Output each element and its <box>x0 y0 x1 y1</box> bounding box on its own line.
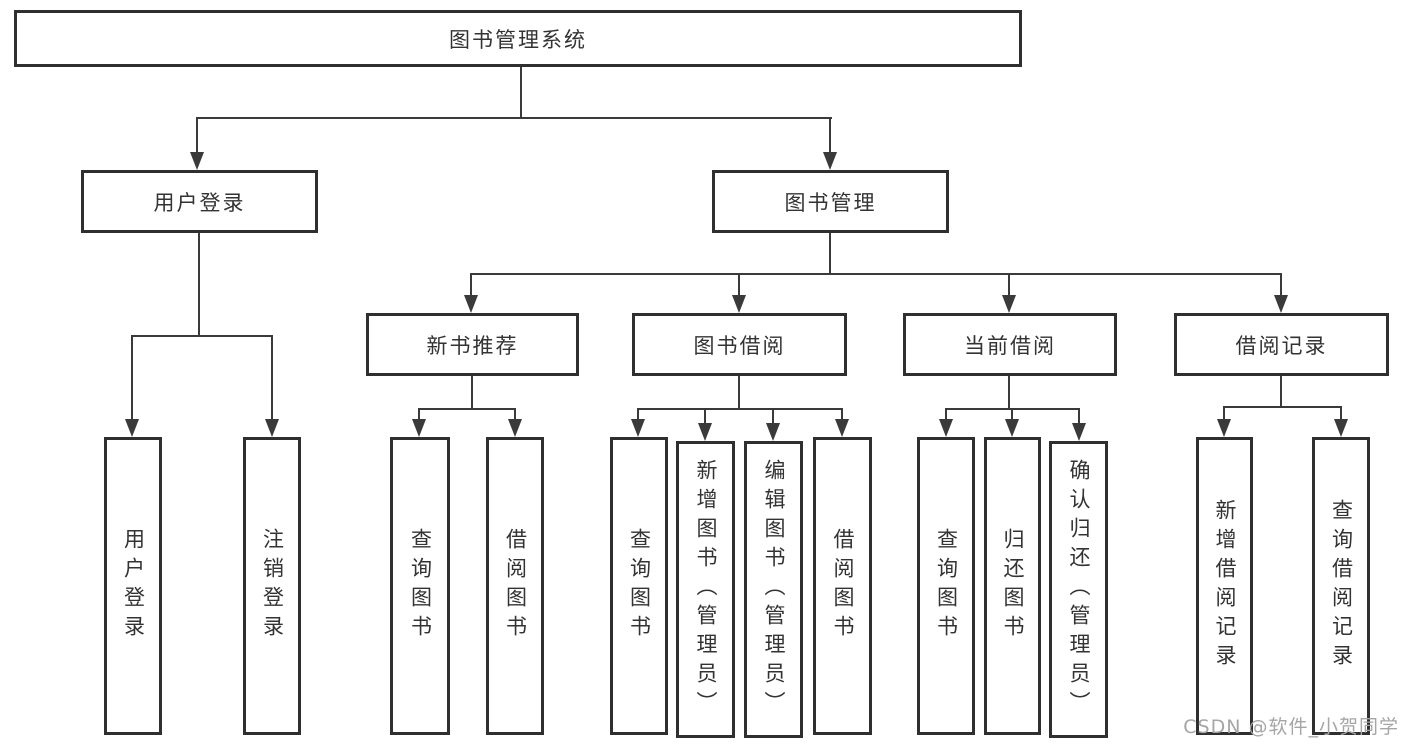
connector-line <box>471 376 473 408</box>
node-current-borrow: 当前借阅 <box>903 313 1117 376</box>
connector-line <box>131 335 133 419</box>
node-leaf-borrow-books: 借阅图书 <box>813 437 872 735</box>
connector-line <box>829 117 831 152</box>
connector-line <box>196 117 198 152</box>
node-label: 查询图书 <box>627 528 652 644</box>
arrow-down-icon <box>1072 423 1086 441</box>
connector-line <box>1280 273 1282 295</box>
arrow-down-icon <box>1005 419 1019 437</box>
connector-line <box>520 67 522 117</box>
node-label: 查询图书 <box>408 528 433 644</box>
node-leaf-query-books-recommend: 查询图书 <box>390 437 450 735</box>
arrow-down-icon <box>698 423 712 441</box>
connector-line <box>1223 406 1225 419</box>
node-label: 注销登录 <box>260 528 285 644</box>
node-label: 新增图书（管理员） <box>694 459 718 720</box>
connector-line <box>841 408 843 419</box>
node-label: 查询借阅记录 <box>1329 499 1354 673</box>
node-leaf-add-books-admin: 新增图书（管理员） <box>676 441 735 738</box>
node-label: 当前借阅 <box>964 333 1056 358</box>
node-leaf-confirm-return-admin: 确认归还（管理员） <box>1049 441 1108 738</box>
connector-line <box>1223 406 1342 408</box>
arrow-down-icon <box>412 419 426 437</box>
node-leaf-logout: 注销登录 <box>243 437 301 735</box>
connector-line <box>418 408 516 410</box>
node-leaf-query-borrow-record: 查询借阅记录 <box>1312 437 1370 735</box>
node-leaf-query-books-current: 查询图书 <box>917 437 975 735</box>
connector-line <box>470 273 472 295</box>
node-label: 新书推荐 <box>426 333 519 358</box>
node-label: 确认归还（管理员） <box>1067 459 1091 720</box>
node-leaf-add-borrow-record: 新增借阅记录 <box>1196 437 1253 735</box>
node-label: 用户登录 <box>153 190 246 215</box>
node-book-management: 图书管理 <box>712 170 949 233</box>
connector-line <box>738 273 740 295</box>
connector-line <box>945 408 947 419</box>
node-leaf-borrow-books-recommend: 借阅图书 <box>486 437 544 735</box>
node-leaf-edit-books-admin: 编辑图书（管理员） <box>744 441 803 738</box>
node-label: 编辑图书（管理员） <box>762 459 786 720</box>
arrow-down-icon <box>1334 419 1348 437</box>
connector-line <box>198 233 200 335</box>
node-label: 查询图书 <box>934 528 959 644</box>
node-label: 借阅图书 <box>831 528 855 644</box>
connector-line <box>1008 273 1010 295</box>
arrow-down-icon <box>1217 419 1231 437</box>
node-label: 图书管理系统 <box>449 27 587 52</box>
connector-line <box>131 335 273 337</box>
node-borrow-records: 借阅记录 <box>1174 313 1389 376</box>
arrow-down-icon <box>464 295 478 313</box>
node-label: 用户登录 <box>121 528 146 644</box>
node-label: 图书借阅 <box>693 333 786 358</box>
arrow-down-icon <box>265 419 279 437</box>
node-leaf-return-books: 归还图书 <box>984 437 1041 735</box>
connector-line <box>829 233 831 273</box>
arrow-down-icon <box>631 419 645 437</box>
connector-line <box>738 376 740 408</box>
node-new-book-recommend: 新书推荐 <box>366 313 579 376</box>
node-label: 归还图书 <box>1001 528 1025 644</box>
connector-line <box>418 408 420 419</box>
connector-line <box>704 408 706 423</box>
connector-line <box>1011 408 1013 419</box>
arrow-down-icon <box>1002 295 1016 313</box>
connector-line <box>637 408 843 410</box>
node-label: 新增借阅记录 <box>1213 499 1237 673</box>
connector-line <box>1078 408 1080 423</box>
connector-line <box>271 335 273 419</box>
arrow-down-icon <box>939 419 953 437</box>
node-book-borrow: 图书借阅 <box>632 313 847 376</box>
arrow-down-icon <box>823 152 837 170</box>
node-leaf-query-books-borrow: 查询图书 <box>610 437 668 735</box>
node-leaf-user-login: 用户登录 <box>104 437 162 735</box>
node-label: 借阅记录 <box>1235 333 1328 358</box>
connector-line <box>1280 376 1282 406</box>
connector-line <box>637 408 639 419</box>
arrow-down-icon <box>508 419 522 437</box>
arrow-down-icon <box>835 419 849 437</box>
arrow-down-icon <box>125 419 139 437</box>
arrow-down-icon <box>190 152 204 170</box>
connector-line <box>514 408 516 419</box>
node-label: 借阅图书 <box>503 528 528 644</box>
node-user-login: 用户登录 <box>81 170 318 233</box>
connector-line <box>1008 376 1010 408</box>
watermark: CSDN @软件_小贺同学 <box>1183 716 1399 738</box>
node-library-system: 图书管理系统 <box>14 10 1022 67</box>
arrow-down-icon <box>1274 295 1288 313</box>
connector-line <box>470 273 1282 275</box>
connector-line <box>196 117 832 119</box>
connector-line <box>772 408 774 423</box>
arrow-down-icon <box>732 295 746 313</box>
arrow-down-icon <box>766 423 780 441</box>
connector-line <box>1340 406 1342 419</box>
node-label: 图书管理 <box>784 190 877 215</box>
